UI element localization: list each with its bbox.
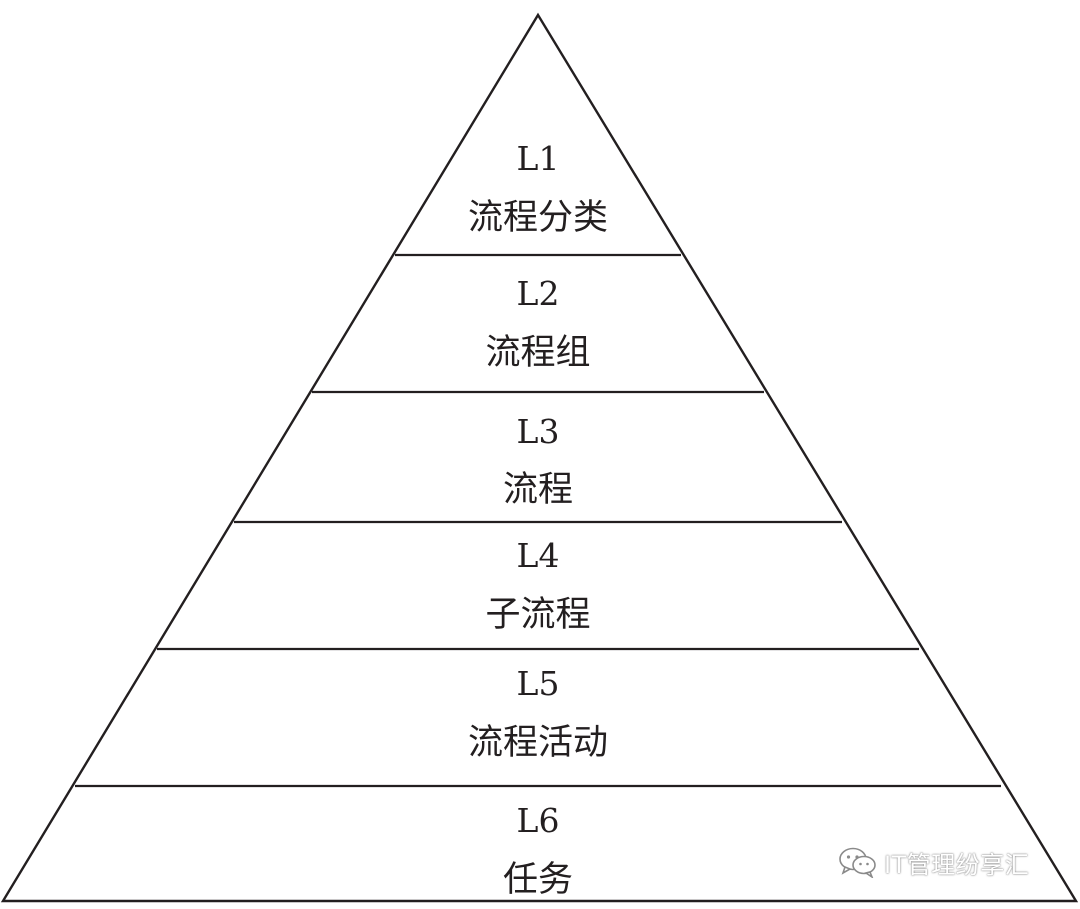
- level-2-code: L2: [517, 274, 560, 313]
- pyramid-outline: [0, 12, 1079, 903]
- level-6-code: L6: [517, 801, 560, 840]
- level-3-name: 流程: [503, 470, 573, 510]
- watermark: IT管理纷享汇: [838, 842, 1029, 882]
- level-5-name: 流程活动: [468, 723, 608, 763]
- wechat-icon: [838, 846, 878, 878]
- watermark-text: IT管理纷享汇: [884, 850, 1030, 879]
- level-1-code: L1: [517, 139, 560, 178]
- level-2-name: 流程组: [485, 333, 590, 373]
- level-1-name: 流程分类: [468, 198, 608, 238]
- level-3-code: L3: [517, 412, 560, 451]
- level-5-code: L5: [517, 664, 560, 703]
- level-4-name: 子流程: [485, 595, 590, 635]
- level-4-code: L4: [517, 536, 560, 575]
- level-6-name: 任务: [503, 860, 573, 900]
